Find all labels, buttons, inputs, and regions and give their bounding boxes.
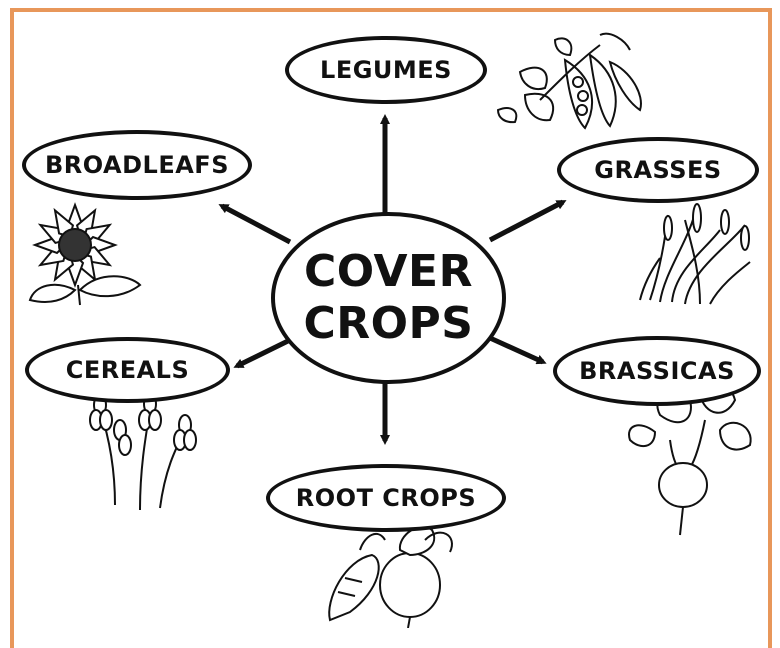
wheat-icon	[90, 394, 196, 510]
cereals-node: CEREALS	[25, 337, 230, 403]
arrow-to-brassicas	[490, 338, 543, 362]
pea-pod-icon	[498, 34, 641, 128]
arrow-to-broadleafs	[222, 206, 290, 242]
brassicas-label: BRASSICAS	[579, 357, 735, 385]
grass-icon	[640, 204, 750, 304]
root-vegetables-icon	[329, 527, 452, 628]
root-crops-node: ROOT CROPS	[266, 464, 506, 532]
grasses-node: GRASSES	[557, 137, 759, 203]
broadleafs-label: BROADLEAFS	[45, 151, 229, 179]
legumes-label: LEGUMES	[320, 56, 452, 84]
arrow-to-grasses	[490, 202, 563, 240]
arrow-to-cereals	[237, 340, 290, 366]
grasses-label: GRASSES	[594, 156, 721, 184]
sunflower-icon	[30, 205, 140, 305]
broadleafs-node: BROADLEAFS	[22, 130, 252, 200]
legumes-node: LEGUMES	[285, 36, 487, 104]
root-crops-label: ROOT CROPS	[296, 484, 476, 512]
center-label: COVER CROPS	[303, 246, 473, 350]
brassicas-node: BRASSICAS	[553, 336, 761, 406]
center-node: COVER CROPS	[271, 212, 506, 384]
cereals-label: CEREALS	[66, 356, 190, 384]
